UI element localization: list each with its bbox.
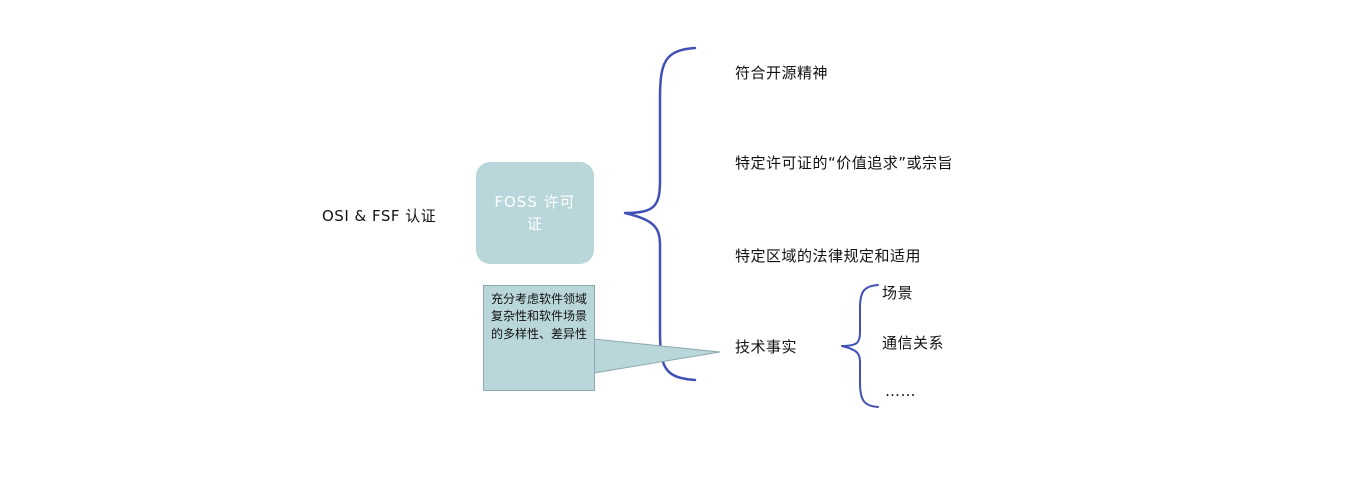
sub-brace [841, 284, 879, 408]
branch-technical-facts: 技术事实 [735, 338, 798, 356]
foss-license-node-label: FOSS 许可证 [494, 192, 576, 234]
branch-license-value-pursuit: 特定许可证的“价值追求”或宗旨 [735, 154, 954, 172]
branch-regional-law: 特定区域的法律规定和适用 [735, 247, 922, 265]
callout-tail [593, 338, 721, 374]
foss-license-node: FOSS 许可证 [476, 162, 594, 264]
branch-open-source-spirit: 符合开源精神 [735, 64, 829, 82]
root-label: OSI & FSF 认证 [322, 207, 437, 225]
sub-branch-communication-relation: 通信关系 [882, 334, 945, 352]
sub-branch-ellipsis: …… [885, 382, 916, 400]
callout-note: 充分考虑软件领域复杂性和软件场景的多样性、差异性 [483, 285, 595, 391]
sub-branch-scenario: 场景 [882, 284, 914, 302]
callout-note-text: 充分考虑软件领域复杂性和软件场景的多样性、差异性 [491, 292, 588, 341]
